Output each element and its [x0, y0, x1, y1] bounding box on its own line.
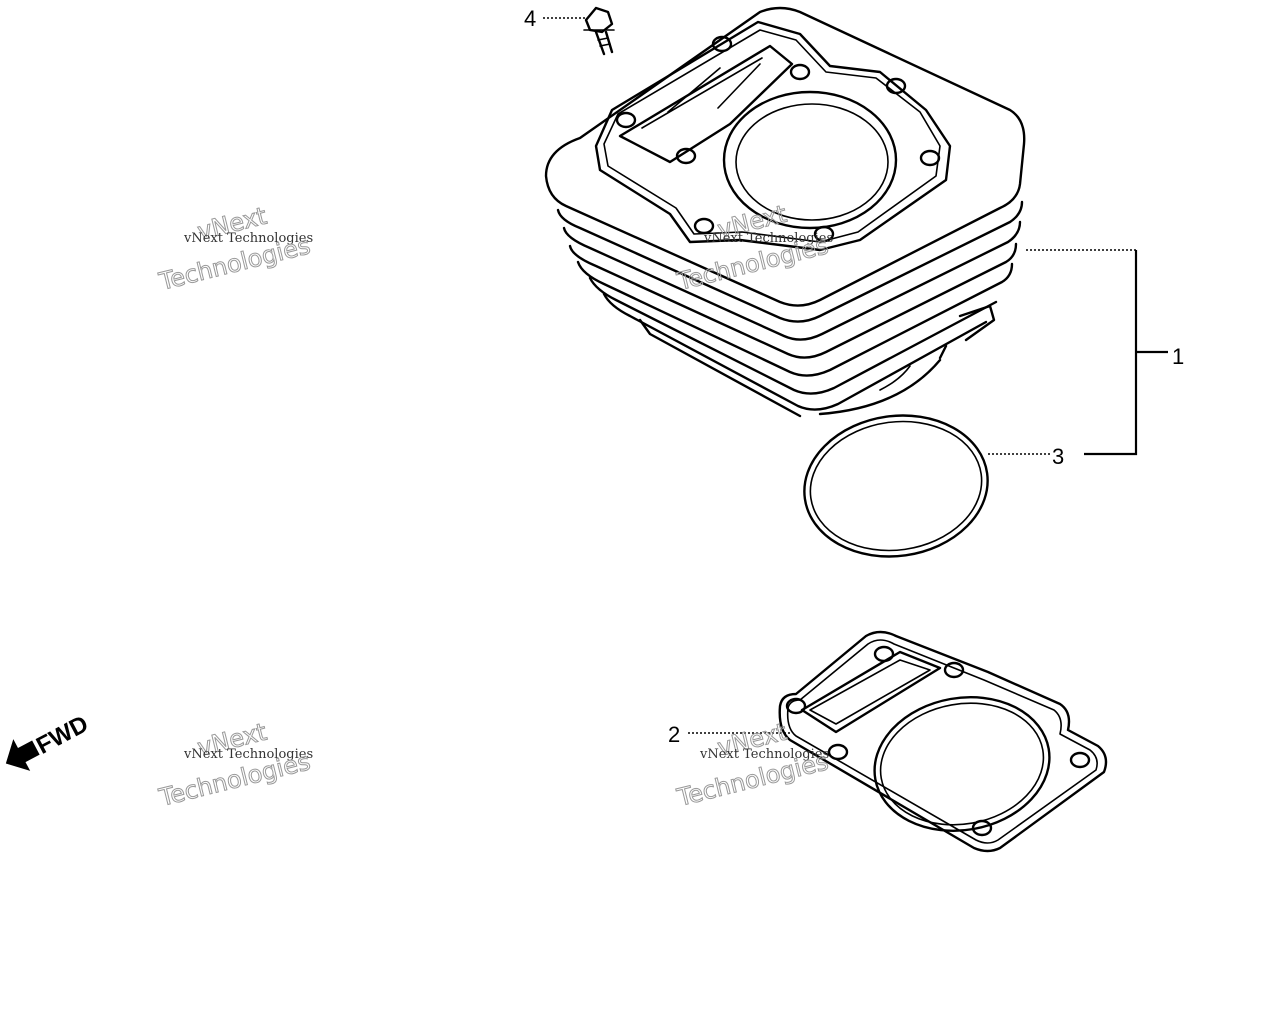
callout-1: 1	[1172, 344, 1184, 369]
arrow-left-icon	[5, 739, 40, 771]
watermark-line2: vNext Technologies	[699, 747, 829, 762]
watermark-line2: vNext Technologies	[703, 231, 833, 246]
callout-bracket	[1084, 250, 1138, 456]
callout-3: 3	[1052, 444, 1064, 469]
fwd-label: FWD	[32, 710, 93, 759]
watermark-line2: vNext Technologies	[183, 747, 313, 762]
cylinder-block-drawing	[544, 6, 1026, 418]
fwd-indicator: FWD	[5, 710, 93, 771]
watermark-top-right: vNext vNext Technologies Technologies	[673, 199, 833, 296]
watermark-bottom-right: vNext vNext Technologies Technologies	[673, 717, 831, 812]
watermark-line2: vNext Technologies	[183, 231, 313, 246]
bolt-drawing	[583, 6, 615, 56]
callout-2: 2	[668, 722, 680, 747]
callout-4: 4	[524, 6, 536, 31]
watermark-top-left: vNext vNext Technologies Technologies	[155, 201, 313, 296]
o-ring-drawing	[803, 414, 989, 558]
watermark-bottom-left: vNext vNext Technologies Technologies	[155, 717, 313, 812]
base-gasket-drawing	[778, 630, 1108, 853]
